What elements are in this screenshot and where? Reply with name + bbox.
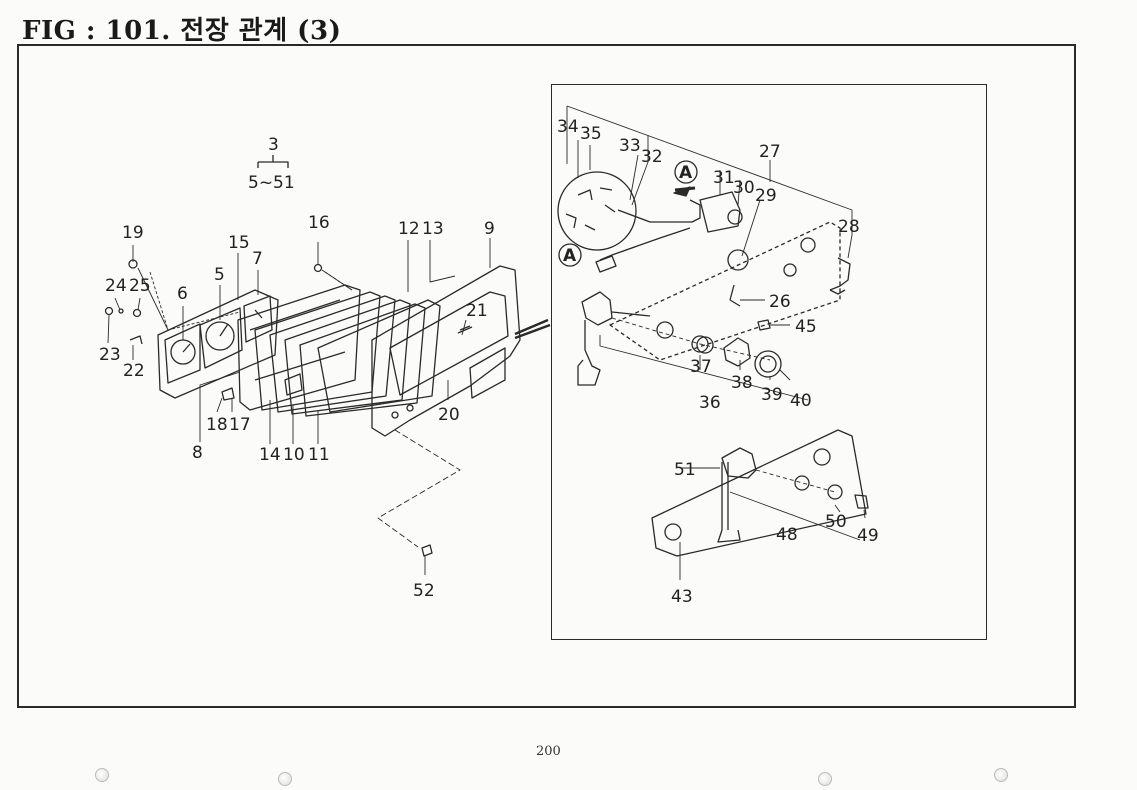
detail-a-switch (557, 171, 851, 295)
callout-50: 50 (825, 512, 847, 532)
callout-17: 17 (229, 415, 251, 435)
callout-45: 45 (795, 317, 817, 337)
callout-5: 5 (214, 265, 225, 285)
callout-14: 14 (259, 445, 281, 465)
callout-52: 52 (413, 581, 435, 601)
callout-37: 37 (690, 357, 712, 377)
group-range: 5~51 (248, 173, 295, 193)
callout-51: 51 (674, 460, 696, 480)
callout-12: 12 (398, 219, 420, 239)
binder-hole (994, 768, 1008, 782)
mount-bracket-upper (609, 221, 841, 361)
callout-34: 34 (557, 117, 579, 137)
callout-32: 32 (641, 147, 663, 167)
callout-16: 16 (308, 213, 330, 233)
bezel (371, 265, 551, 437)
gauge-panel (157, 289, 279, 399)
binder-hole (278, 772, 292, 786)
callout-36: 36 (699, 393, 721, 413)
callout-11: 11 (308, 445, 330, 465)
callout-40: 40 (790, 391, 812, 411)
callout-19: 19 (122, 223, 144, 243)
inset-detail-frame (551, 84, 987, 640)
callout-15: 15 (228, 233, 250, 253)
callout-13: 13 (422, 219, 444, 239)
mount-bracket-lower (651, 429, 869, 557)
callout-21: 21 (466, 301, 488, 321)
callout-10: 10 (283, 445, 305, 465)
callout-9: 9 (484, 219, 495, 239)
small-fasteners (104, 259, 473, 557)
callout-7: 7 (252, 249, 263, 269)
callout-23: 23 (99, 345, 121, 365)
callout-29: 29 (755, 186, 777, 206)
callout-28: 28 (838, 217, 860, 237)
callout-33: 33 (619, 136, 641, 156)
detail-marker-a: A (679, 163, 693, 183)
callout-20: 20 (438, 405, 460, 425)
callout-27: 27 (759, 142, 781, 162)
callout-25: 25 (129, 276, 151, 296)
callout-30: 30 (733, 178, 755, 198)
leader-lines-inset (566, 105, 866, 580)
detail-marker-symbols (558, 160, 698, 267)
binder-hole (95, 768, 109, 782)
lens-stack (254, 291, 441, 417)
callout-49: 49 (857, 526, 879, 546)
callout-39: 39 (761, 385, 783, 405)
leader-lines-left (107, 238, 491, 575)
callout-18: 18 (206, 415, 228, 435)
callout-38: 38 (731, 373, 753, 393)
diagram-frame (17, 44, 1076, 708)
callout-26: 26 (769, 292, 791, 312)
callout-24: 24 (105, 276, 127, 296)
callout-35: 35 (580, 124, 602, 144)
binder-hole (818, 772, 832, 786)
callout-48: 48 (776, 525, 798, 545)
callout-31: 31 (713, 168, 735, 188)
callout-22: 22 (123, 361, 145, 381)
callout-6: 6 (177, 284, 188, 304)
detail-marker-a: A (563, 246, 577, 266)
callout-8: 8 (192, 443, 203, 463)
callout-43: 43 (671, 587, 693, 607)
callout-3: 3 (268, 135, 279, 155)
page-number: 200 (536, 744, 561, 759)
figure-title: FIG : 101. 전장 관계 (3) (22, 16, 342, 46)
group-bracket (257, 155, 289, 168)
